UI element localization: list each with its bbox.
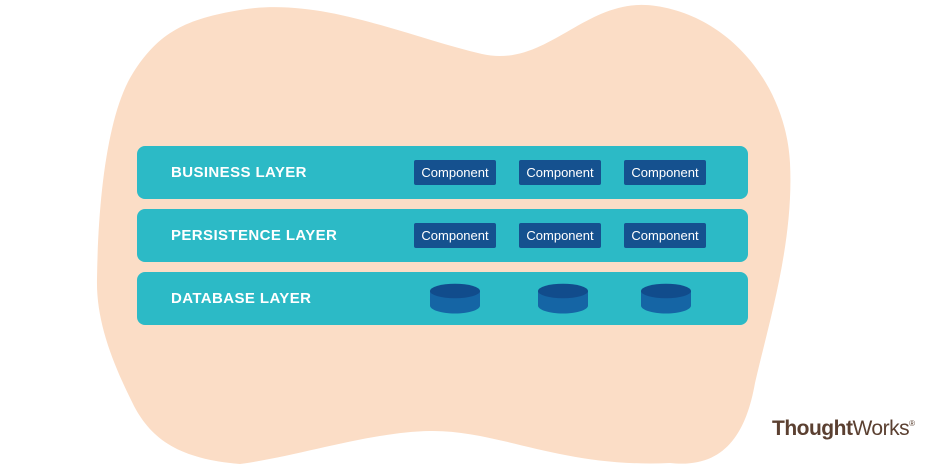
- component-box: Component: [414, 160, 496, 185]
- database-icons: [414, 283, 720, 314]
- registered-trademark-icon: ®: [909, 419, 915, 428]
- layer-bar-business: BUSINESS LAYER Component Component Compo…: [137, 146, 748, 199]
- database-icon: [641, 283, 691, 314]
- persistence-components: Component Component Component: [414, 223, 706, 248]
- layer-label-business: BUSINESS LAYER: [171, 164, 307, 181]
- layer-label-persistence: PERSISTENCE LAYER: [171, 227, 338, 244]
- component-box: Component: [624, 223, 706, 248]
- architecture-layers: BUSINESS LAYER Component Component Compo…: [137, 146, 748, 325]
- business-components: Component Component Component: [414, 160, 706, 185]
- logo-text-bold: Thought: [772, 417, 853, 440]
- component-box: Component: [519, 160, 601, 185]
- thoughtworks-logo: ThoughtWorks®: [772, 417, 915, 441]
- layer-bar-persistence: PERSISTENCE LAYER Component Component Co…: [137, 209, 748, 262]
- component-box: Component: [519, 223, 601, 248]
- logo-text-regular: Works: [852, 417, 910, 440]
- database-icon: [538, 283, 588, 314]
- database-icon: [430, 283, 480, 314]
- component-box: Component: [414, 223, 496, 248]
- layer-label-database: DATABASE LAYER: [171, 290, 312, 307]
- component-box: Component: [624, 160, 706, 185]
- layer-bar-database: DATABASE LAYER: [137, 272, 748, 325]
